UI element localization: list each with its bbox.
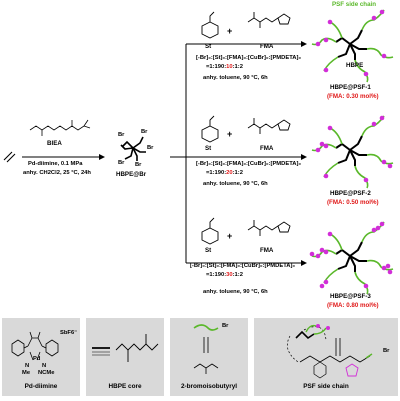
ratio-line-2: [-Br]₀:[St]₀:[FMA]₀:[CuBr]₀:[PMDETA]₀ [196, 161, 302, 167]
ratio-line-3: [-Br]₀:[St]₀:[FMA]₀:[CuBr]₀:[PMDETA]₀ [190, 263, 296, 269]
legend-label-psf-side-chain: PSF side chain [303, 383, 349, 390]
pd-label: Pd [33, 356, 41, 362]
condition-3: anhy. toluene, 90 °C, 6h [203, 289, 268, 295]
biea-structure [29, 119, 91, 136]
styrene-structure-1 [201, 11, 219, 39]
ratio-line-1: [-Br]₀:[St]₀:[FMA]₀:[CuBr]₀:[PMDETA]₀ [196, 55, 302, 61]
condition-1: anhy. toluene, 90 °C, 6h [203, 75, 268, 81]
product-psf-1-structure [311, 9, 394, 83]
br-label-legend: Br [222, 323, 229, 329]
condition-solvent: anhy. CH2Cl2, 25 °C, 24h [23, 170, 91, 176]
ratio-highlight-1: 10 [226, 64, 233, 70]
hbpe-br-structure [120, 136, 146, 161]
plus-sign-3: + [227, 231, 233, 241]
plus-sign-2: + [227, 129, 233, 139]
st-label-2: St [205, 145, 212, 152]
br-label-3: Br [147, 145, 154, 151]
fma-structure-3 [247, 220, 291, 236]
br-label-2: Br [141, 129, 148, 135]
product-name-3: HBPE@PSF-3 [330, 293, 371, 300]
ncme-label: NCMe [38, 370, 55, 376]
n-label-left: N [25, 363, 30, 369]
br-label-5: Br [135, 162, 142, 168]
ratio-value-2: =1:190:20:1:2 [206, 170, 243, 176]
hbpe-core-label: HBPE [346, 62, 364, 69]
styrene-structure-2 [201, 115, 219, 143]
hbpe-br-label: HBPE@Br [116, 171, 147, 178]
n-label-right: N [42, 363, 47, 369]
condition-catalyst: Pd-diimine, 0.1 MPa [28, 161, 83, 167]
fma-label-3: FMA [260, 247, 274, 254]
ethylene-structure [3, 151, 16, 163]
st-label-3: St [205, 247, 212, 254]
br-label-4: Br [118, 160, 125, 166]
psf-side-chain-structure [287, 324, 373, 379]
legend-box-hbpe-core [86, 318, 164, 396]
pd-diimine-structure [11, 331, 59, 361]
ratio-value-1: =1:190:10:1:2 [206, 64, 243, 70]
fma-structure-2 [247, 118, 291, 134]
hbpe-core-structure [92, 334, 159, 362]
biea-label: BIEA [47, 140, 62, 147]
ratio-highlight-2: 20 [226, 170, 233, 176]
bromoisobutyryl-structure [193, 324, 219, 374]
product-fma-3: (FMA: 0.80 mol%) [327, 302, 379, 309]
product-name-2: HBPE@PSF-2 [330, 190, 371, 197]
condition-2: anhy. toluene, 90 °C, 6h [203, 181, 268, 187]
product-name-1: HBPE@PSF-1 [330, 84, 371, 91]
styrene-structure-3 [201, 217, 219, 245]
product-psf-2-structure [311, 115, 394, 189]
ratio-value-3: =1:190:30:1:2 [206, 272, 243, 278]
branch-arrows [170, 41, 307, 266]
psf-side-chain-header: PSF side chain [332, 1, 377, 8]
fma-label-2: FMA [260, 145, 274, 152]
br-label-psf: Br [383, 348, 390, 354]
legend-box-pd-diimine [2, 318, 80, 396]
legend-box-psf-side-chain [254, 318, 398, 396]
legend-label-pd-diimine: Pd-diimine [24, 383, 58, 390]
st-label-1: St [205, 43, 212, 50]
product-psf-3-structure [309, 221, 394, 295]
fma-label-1: FMA [260, 43, 274, 50]
br-label-1: Br [118, 132, 125, 138]
ratio-highlight-3: 30 [226, 272, 233, 278]
fma-structure-1 [247, 12, 291, 28]
product-fma-2: (FMA: 0.50 mol%) [327, 199, 379, 206]
sbf6-label: SbF6⁻ [60, 330, 78, 336]
plus-sign-1: + [227, 26, 233, 36]
product-fma-1: (FMA: 0.30 mol%) [327, 93, 379, 100]
legend-label-hbpe-core: HBPE core [108, 383, 142, 390]
legend-label-bromoisobutyryl: 2-bromoisobutyryl [180, 383, 238, 390]
me-label: Me [22, 370, 31, 376]
legend-box-bromoisobutyryl [170, 318, 248, 396]
